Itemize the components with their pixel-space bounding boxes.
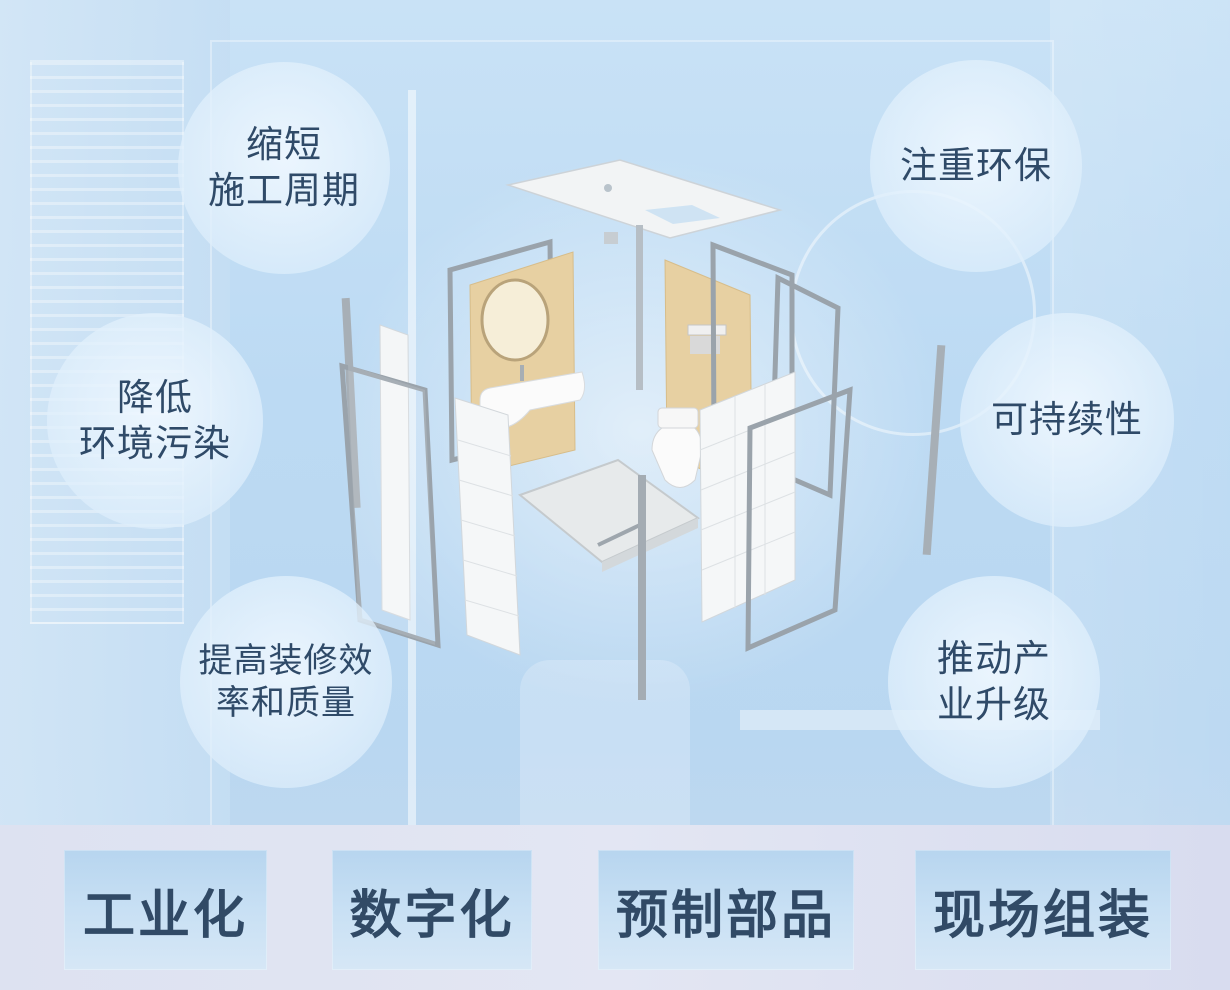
keyword-text: 数字化 — [349, 885, 515, 946]
shower-head — [604, 232, 618, 244]
benefit-text: 缩短 施工周期 — [208, 122, 360, 212]
keyword-text: 现场组装 — [932, 885, 1153, 946]
keyword-text: 工业化 — [82, 885, 248, 946]
floor-tray-edge — [602, 518, 698, 572]
right-front-frame — [745, 386, 853, 652]
toilet — [651, 421, 703, 488]
benefit-text: 可持续性 — [991, 397, 1143, 441]
benefit-bubble-shorten-construction: 缩短 施工周期 — [178, 62, 390, 274]
benefit-text: 推动产 业升级 — [937, 636, 1051, 726]
keyword-prefabricated-parts: 预制部品 — [598, 850, 854, 970]
benefit-text: 降低 环境污染 — [79, 375, 231, 465]
ceiling-vent — [645, 205, 720, 224]
benefit-bubble-industry-upgrade: 推动产 业升级 — [888, 576, 1100, 788]
round-mirror — [480, 278, 550, 362]
ceiling-panel — [505, 159, 783, 239]
keyword-onsite-assembly: 现场组装 — [915, 850, 1171, 970]
faucet — [520, 365, 524, 381]
left-tiled-wall — [454, 397, 521, 656]
right-post — [922, 344, 946, 556]
benefit-text: 提高装修效 率和质量 — [198, 640, 374, 724]
ceiling-light — [604, 184, 612, 192]
left-front-frame — [339, 362, 441, 649]
toilet-tank — [657, 407, 699, 429]
left-tile-strip — [379, 324, 411, 621]
left-tile-lines — [457, 439, 520, 617]
towel-rack — [687, 324, 727, 336]
exploded-bathroom-pod-illustration — [339, 159, 946, 700]
left-post — [341, 297, 361, 509]
benefit-bubble-efficiency-quality: 提高装修效 率和质量 — [180, 576, 392, 788]
benefit-text: 注重环保 — [900, 143, 1052, 187]
keyword-digitalization: 数字化 — [332, 850, 532, 970]
left-glass — [348, 365, 435, 645]
benefit-bubble-sustainability: 可持续性 — [960, 313, 1174, 527]
keyword-text: 预制部品 — [615, 885, 836, 946]
shower-pole — [636, 225, 643, 390]
keyword-industrialization: 工业化 — [64, 850, 267, 970]
benefit-bubble-environmental: 注重环保 — [870, 60, 1082, 272]
center-post — [638, 475, 646, 700]
floor-drain — [597, 522, 643, 547]
benefit-bubble-reduce-pollution: 降低 环境污染 — [47, 313, 263, 529]
